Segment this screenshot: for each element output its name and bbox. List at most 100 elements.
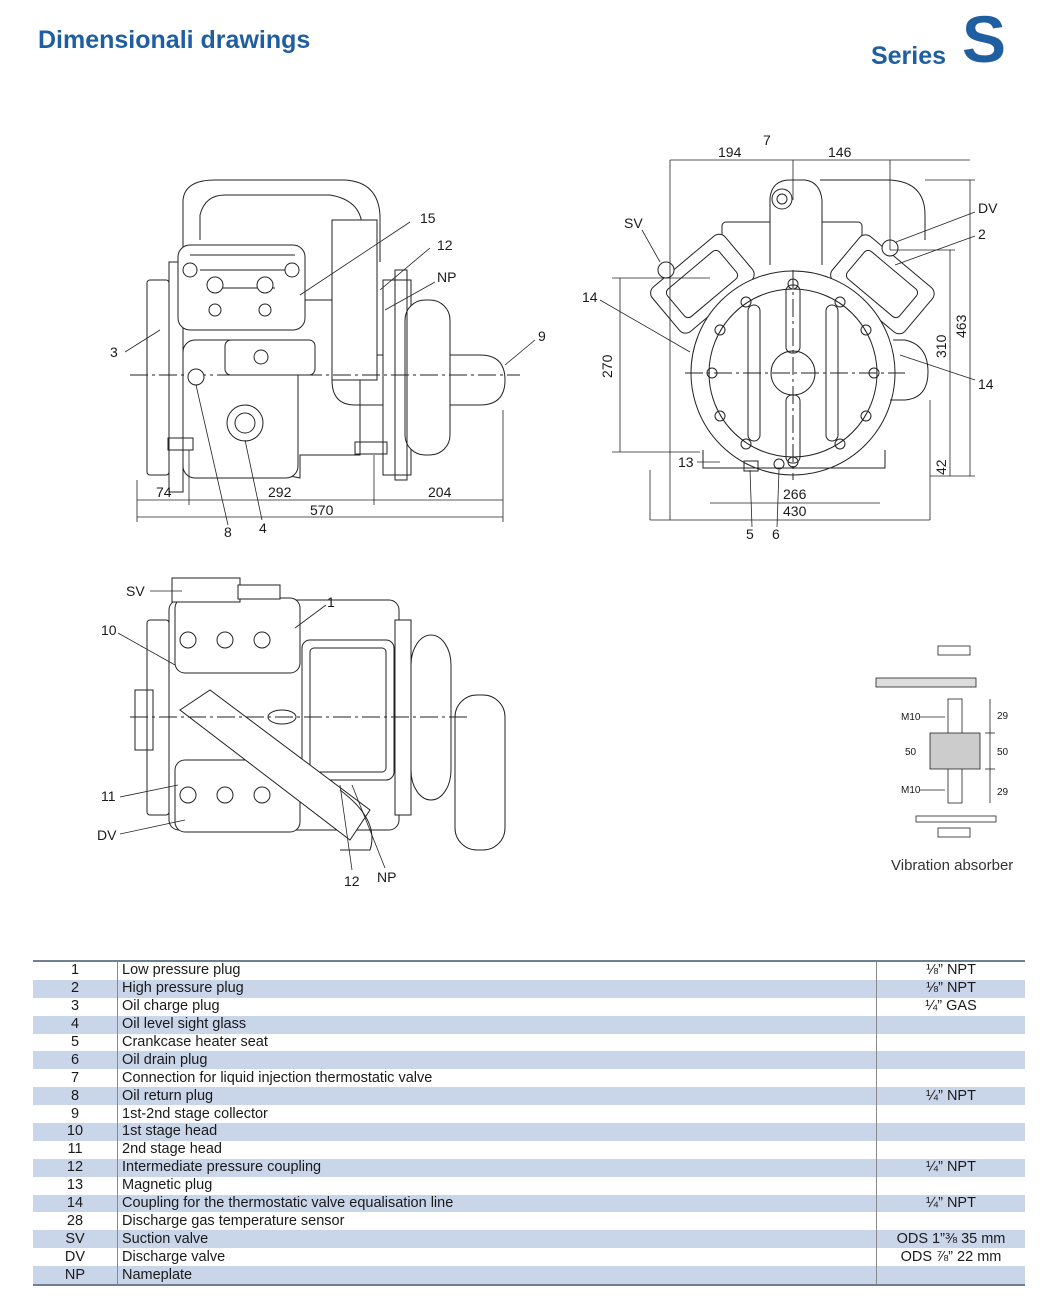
series-letter: S (961, 2, 1006, 76)
part-spec: ODS 1”⅜ 35 mm (876, 1230, 1025, 1249)
front-dim-42: 42 (933, 459, 949, 475)
vibration-absorber-drawing (875, 645, 997, 838)
part-ref: 7 (33, 1069, 118, 1088)
part-ref: 12 (33, 1158, 118, 1177)
part-spec (876, 1015, 1025, 1034)
part-ref: 5 (33, 1033, 118, 1052)
front-label-sv: SV (624, 215, 643, 231)
part-spec (876, 1123, 1025, 1141)
part-ref: 13 (33, 1176, 118, 1195)
front-label-5: 5 (746, 526, 754, 542)
side-label-12: 12 (437, 237, 453, 253)
part-ref: 4 (33, 1015, 118, 1034)
front-dim-194: 194 (718, 144, 742, 160)
top-label-1: 1 (327, 594, 335, 610)
series-word: Series (870, 42, 946, 70)
front-dim-430: 430 (783, 503, 807, 519)
side-label-9: 9 (538, 328, 546, 344)
part-ref: DV (33, 1248, 118, 1267)
va-label-50-right: 50 (997, 747, 1009, 758)
va-label-m10-bottom: M10 (901, 785, 921, 796)
side-dim-292: 292 (268, 484, 292, 500)
page-title: Dimensionali drawings (38, 26, 311, 54)
front-label-13: 13 (678, 454, 694, 470)
side-dim-204: 204 (428, 484, 452, 500)
part-spec (876, 1051, 1025, 1070)
part-ref: 3 (33, 997, 118, 1016)
part-description: Magnetic plug (117, 1176, 877, 1195)
front-label-dv: DV (978, 200, 998, 216)
front-dim-146: 146 (828, 144, 852, 160)
part-ref: 28 (33, 1212, 118, 1231)
front-dim-310: 310 (933, 334, 949, 358)
part-description: Oil charge plug (117, 997, 877, 1016)
vibration-absorber-caption: Vibration absorber (891, 857, 1014, 874)
part-spec (877, 1141, 1026, 1159)
top-label-sv: SV (126, 583, 145, 599)
part-description: Low pressure plug (117, 960, 877, 980)
series-mark: Series S (806, 6, 1006, 72)
front-label-7: 7 (763, 132, 771, 148)
top-label-dv: DV (97, 827, 117, 843)
part-description: Oil level sight glass (117, 1015, 877, 1034)
front-dim-463: 463 (953, 314, 969, 338)
part-description: Discharge gas temperature sensor (117, 1212, 877, 1231)
front-label-14-right: 14 (978, 376, 994, 392)
part-spec: ⅛” NPT (876, 960, 1025, 980)
side-label-15: 15 (420, 210, 436, 226)
part-description: 2nd stage head (117, 1140, 877, 1159)
part-description: Intermediate pressure coupling (117, 1158, 877, 1177)
part-spec (877, 1105, 1026, 1123)
side-label-np: NP (437, 269, 456, 285)
part-description: Crankcase heater seat (117, 1033, 877, 1052)
top-label-np: NP (377, 869, 396, 885)
part-spec: ¼” NPT (876, 1158, 1025, 1177)
va-label-50-left: 50 (905, 747, 917, 758)
part-spec: ⅛” NPT (876, 979, 1025, 998)
part-description: Nameplate (117, 1266, 877, 1287)
top-label-12: 12 (344, 873, 360, 889)
technical-drawings: 15 12 NP 9 3 8 4 74 292 204 570 (97, 132, 1009, 889)
part-spec (877, 1034, 1026, 1052)
part-description: Discharge valve (117, 1248, 877, 1267)
part-ref: 8 (33, 1087, 118, 1106)
part-description: 1st-2nd stage collector (117, 1105, 877, 1124)
top-label-11: 11 (101, 788, 116, 804)
front-label-6: 6 (772, 526, 780, 542)
top-label-10: 10 (101, 622, 117, 638)
part-ref: 9 (33, 1105, 118, 1124)
part-spec: ¼” NPT (876, 1194, 1025, 1213)
part-description: Oil return plug (117, 1087, 877, 1106)
part-description: Coupling for the thermostatic valve equa… (117, 1194, 877, 1213)
part-ref: 2 (33, 979, 118, 998)
part-spec: ODS ⅞” 22 mm (900, 1248, 1002, 1265)
part-spec (876, 1266, 1025, 1287)
va-label-29-bottom: 29 (997, 787, 1009, 798)
part-description: 1st stage head (117, 1123, 877, 1141)
part-ref: 1 (33, 960, 118, 980)
part-spec: ¼” NPT (876, 1087, 1025, 1106)
part-ref: NP (33, 1266, 118, 1287)
top-view-drawing (117, 577, 506, 871)
side-label-4: 4 (259, 520, 267, 536)
